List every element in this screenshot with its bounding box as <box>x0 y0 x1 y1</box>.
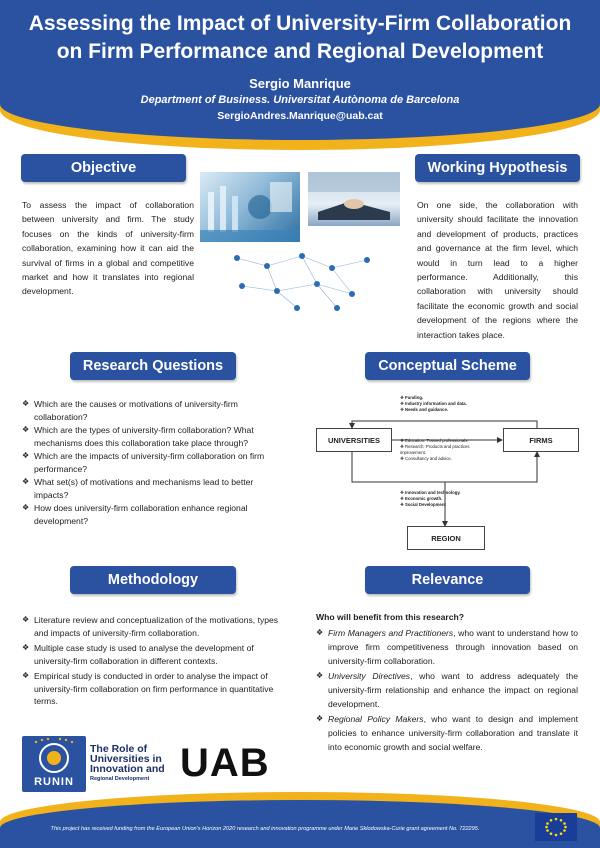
list-item: ❖ Industry information and data. <box>400 401 467 406</box>
title-line-2: on Firm Performance and Regional Develop… <box>56 40 544 63</box>
author-name: Sergio Manrique <box>249 76 351 91</box>
firms-box: FIRMS <box>503 428 579 452</box>
list-item: ❖How does university-firm collaboration … <box>22 503 248 526</box>
diamond-bullet-icon: ❖ <box>22 615 30 624</box>
handshake-photo-art <box>308 172 400 220</box>
list-item: ❖What set(s) of motivations and mechanis… <box>22 477 254 500</box>
list-item: ❖ Consultancy and advice. <box>400 456 452 461</box>
scheme-top-items: ❖ Funding. ❖ Industry information and da… <box>400 395 510 413</box>
research-questions-list: ❖Which are the causes or motivations of … <box>22 398 286 528</box>
objective-text: To assess the impact of collaboration be… <box>22 200 194 297</box>
relevance-heading: Relevance <box>365 566 530 594</box>
list-item: ❖ Funding. <box>400 395 424 400</box>
runin-wordmark: RUNIN <box>34 776 74 788</box>
list-item: ❖Which are the causes or motivations of … <box>22 399 238 422</box>
scheme-bottom-items: ❖ Innovation and technology. ❖ Economic … <box>400 490 510 508</box>
diamond-bullet-icon: ❖ <box>22 477 30 486</box>
lab-photo-art <box>200 182 300 242</box>
diamond-bullet-icon: ❖ <box>22 399 30 408</box>
runin-logo-art <box>34 737 74 773</box>
diamond-bullet-icon: ❖ <box>316 714 324 723</box>
network-photo <box>222 246 387 316</box>
list-item: ❖ Innovation and technology. <box>400 490 461 495</box>
list-item: ❖University Directives, who want to addr… <box>316 671 578 709</box>
runin-title: The Role of Universities in Innovation a… <box>90 743 165 782</box>
scheme-mid-items: ❖ Education: Trained professionals. ❖ Re… <box>400 438 496 462</box>
list-item: ❖ Research: Products and practices impro… <box>400 444 470 455</box>
diamond-bullet-icon: ❖ <box>22 503 30 512</box>
list-item: ❖Firm Managers and Practitioners, who wa… <box>316 628 579 666</box>
diamond-bullet-icon: ❖ <box>316 628 324 637</box>
title-line-1: Assessing the Impact of University-Firm … <box>28 12 572 35</box>
funding-statement: This project has received funding from t… <box>50 826 480 832</box>
diamond-bullet-icon: ❖ <box>22 671 30 680</box>
network-diagram-art <box>234 253 370 311</box>
hypothesis-heading: Working Hypothesis <box>415 154 580 182</box>
uab-logo: UAB <box>180 741 270 785</box>
research-questions-heading: Research Questions <box>70 352 236 380</box>
list-item: ❖Which are the impacts of university-fir… <box>22 451 265 474</box>
poster-header: Assessing the Impact of University-Firm … <box>0 0 600 140</box>
eu-flag-icon <box>535 813 577 841</box>
region-box: REGION <box>407 526 485 550</box>
hypothesis-text: On one side, the collaboration with univ… <box>417 200 578 340</box>
diamond-bullet-icon: ❖ <box>22 451 30 460</box>
diamond-bullet-icon: ❖ <box>316 671 324 680</box>
list-item: ❖ Needs and guidance. <box>400 407 449 412</box>
diamond-bullet-icon: ❖ <box>22 425 30 434</box>
objective-heading: Objective <box>21 154 186 182</box>
list-item: ❖Empirical study is conducted in order t… <box>22 671 274 706</box>
eu-stars-icon <box>545 817 567 837</box>
methodology-heading: Methodology <box>70 566 236 594</box>
list-item: ❖Regional Policy Makers, who want to des… <box>316 714 578 752</box>
list-item: ❖ Social Development <box>400 502 446 507</box>
poster-footer <box>0 800 600 848</box>
relevance-lead: Who will benefit from this research? <box>316 612 465 622</box>
handshake-photo <box>308 172 400 226</box>
relevance-list: ❖Firm Managers and Practitioners, who wa… <box>316 626 578 755</box>
list-item: ❖ Education: Trained professionals. <box>400 438 469 443</box>
runin-logo: RUNIN <box>22 736 86 792</box>
poster-title: Assessing the Impact of University-Firm … <box>0 0 600 66</box>
methodology-list: ❖Literature review and conceptualization… <box>22 614 290 709</box>
lab-photo <box>200 172 300 242</box>
list-item: ❖Which are the types of university-firm … <box>22 425 254 448</box>
list-item: ❖Multiple case study is used to analyse … <box>22 643 254 666</box>
scheme-arrows <box>349 420 540 527</box>
conceptual-scheme-heading: Conceptual Scheme <box>365 352 530 380</box>
department: Department of Business. Universitat Autò… <box>140 94 460 106</box>
diamond-bullet-icon: ❖ <box>22 643 30 652</box>
list-item: ❖Literature review and conceptualization… <box>22 615 279 638</box>
author-email: SergioAndres.Manrique@uab.cat <box>217 110 383 122</box>
universities-box: UNIVERSITIES <box>316 428 392 452</box>
list-item: ❖ Economic growth. <box>400 496 443 501</box>
